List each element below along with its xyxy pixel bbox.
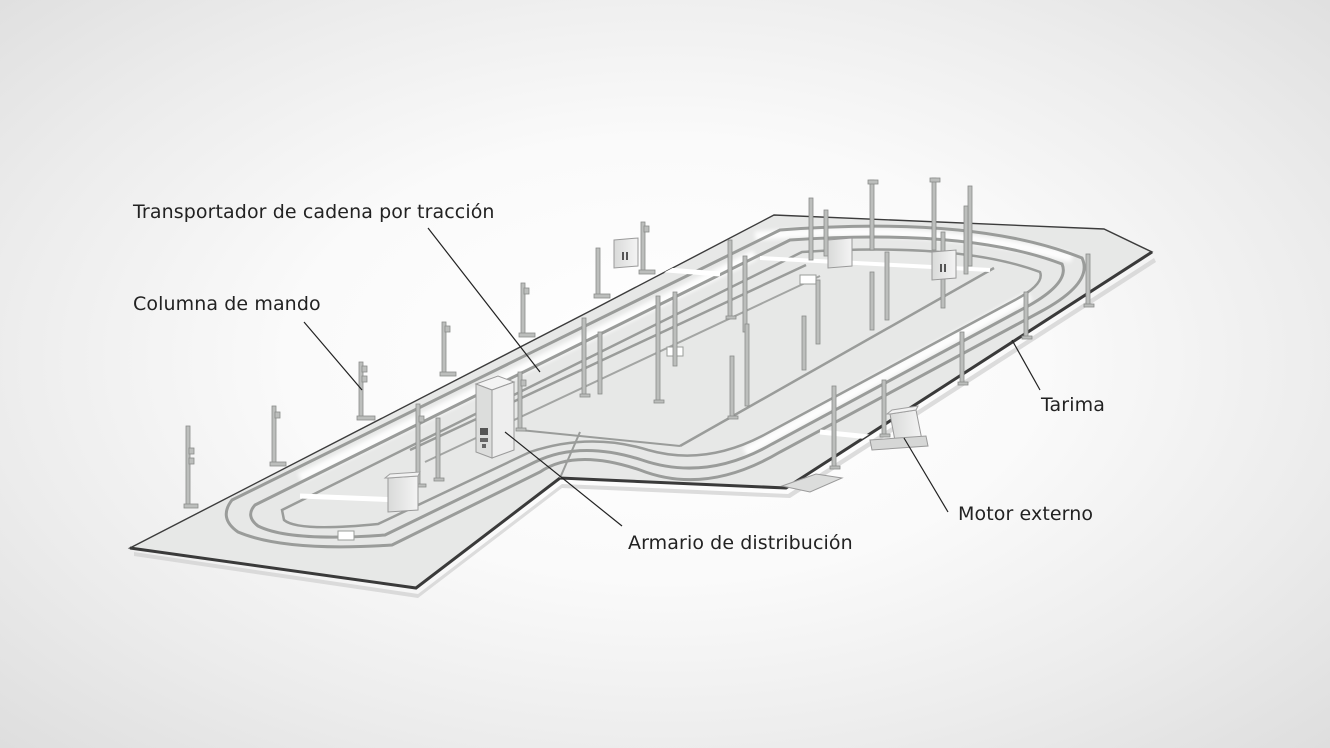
external-motor-housing — [869, 405, 929, 451]
floor-opening — [337, 530, 355, 541]
control-column — [433, 417, 445, 482]
control-column — [183, 425, 199, 509]
control-column — [929, 177, 941, 251]
control-column — [801, 315, 807, 371]
motor-housing — [613, 237, 639, 269]
control-column — [742, 255, 748, 333]
control-column — [869, 271, 875, 331]
motor-housings — [383, 237, 957, 513]
control-column — [829, 385, 841, 470]
control-column — [593, 247, 611, 299]
middle-track-loop — [249, 235, 1065, 539]
control-column — [867, 179, 879, 251]
control-column — [515, 371, 527, 432]
outer-track-loop — [224, 224, 1086, 549]
control-column — [1083, 253, 1095, 308]
control-column — [884, 251, 890, 321]
control-column — [269, 405, 287, 467]
control-column — [744, 323, 750, 407]
label-chain-conveyor: Transportador de cadena por tracción — [133, 201, 495, 223]
label-external-motor: Motor externo — [958, 503, 1094, 525]
control-column — [725, 239, 737, 320]
leader-floor-platform — [1011, 339, 1041, 391]
leader-distribution-cabinet — [504, 431, 623, 527]
control-column — [815, 279, 821, 345]
leader-control-column — [303, 321, 363, 391]
label-distribution-cabinet: Armario de distribución — [628, 532, 853, 554]
control-column — [808, 197, 814, 261]
motor-housing — [383, 471, 421, 513]
control-columns — [183, 177, 1095, 509]
motor-base-plate — [780, 473, 844, 493]
conveyor-glow — [297, 227, 1074, 483]
leader-external-motor — [903, 437, 949, 513]
control-column — [518, 282, 536, 338]
control-column — [579, 317, 591, 398]
label-floor-platform: Tarima — [1041, 394, 1105, 416]
control-column — [439, 321, 457, 377]
control-column — [957, 331, 969, 386]
control-column — [638, 221, 656, 275]
control-column — [356, 361, 376, 421]
motor-housing — [827, 237, 853, 269]
control-column — [823, 209, 829, 257]
motor-housing — [931, 249, 957, 281]
label-control-column: Columna de mando — [133, 293, 321, 315]
control-column — [967, 185, 973, 267]
control-column — [672, 291, 678, 367]
control-column — [727, 355, 739, 420]
control-column — [879, 379, 891, 438]
control-column — [1021, 291, 1033, 340]
distribution-cabinet — [474, 375, 516, 459]
control-column — [963, 205, 969, 275]
control-column — [653, 295, 665, 404]
drive-link-1 — [299, 493, 401, 503]
cross-track-2 — [559, 431, 581, 479]
leader-lines — [303, 227, 1041, 527]
control-column — [597, 331, 603, 395]
leader-chain-conveyor — [427, 227, 541, 373]
cross-track — [519, 429, 681, 447]
floor-opening — [799, 274, 817, 285]
